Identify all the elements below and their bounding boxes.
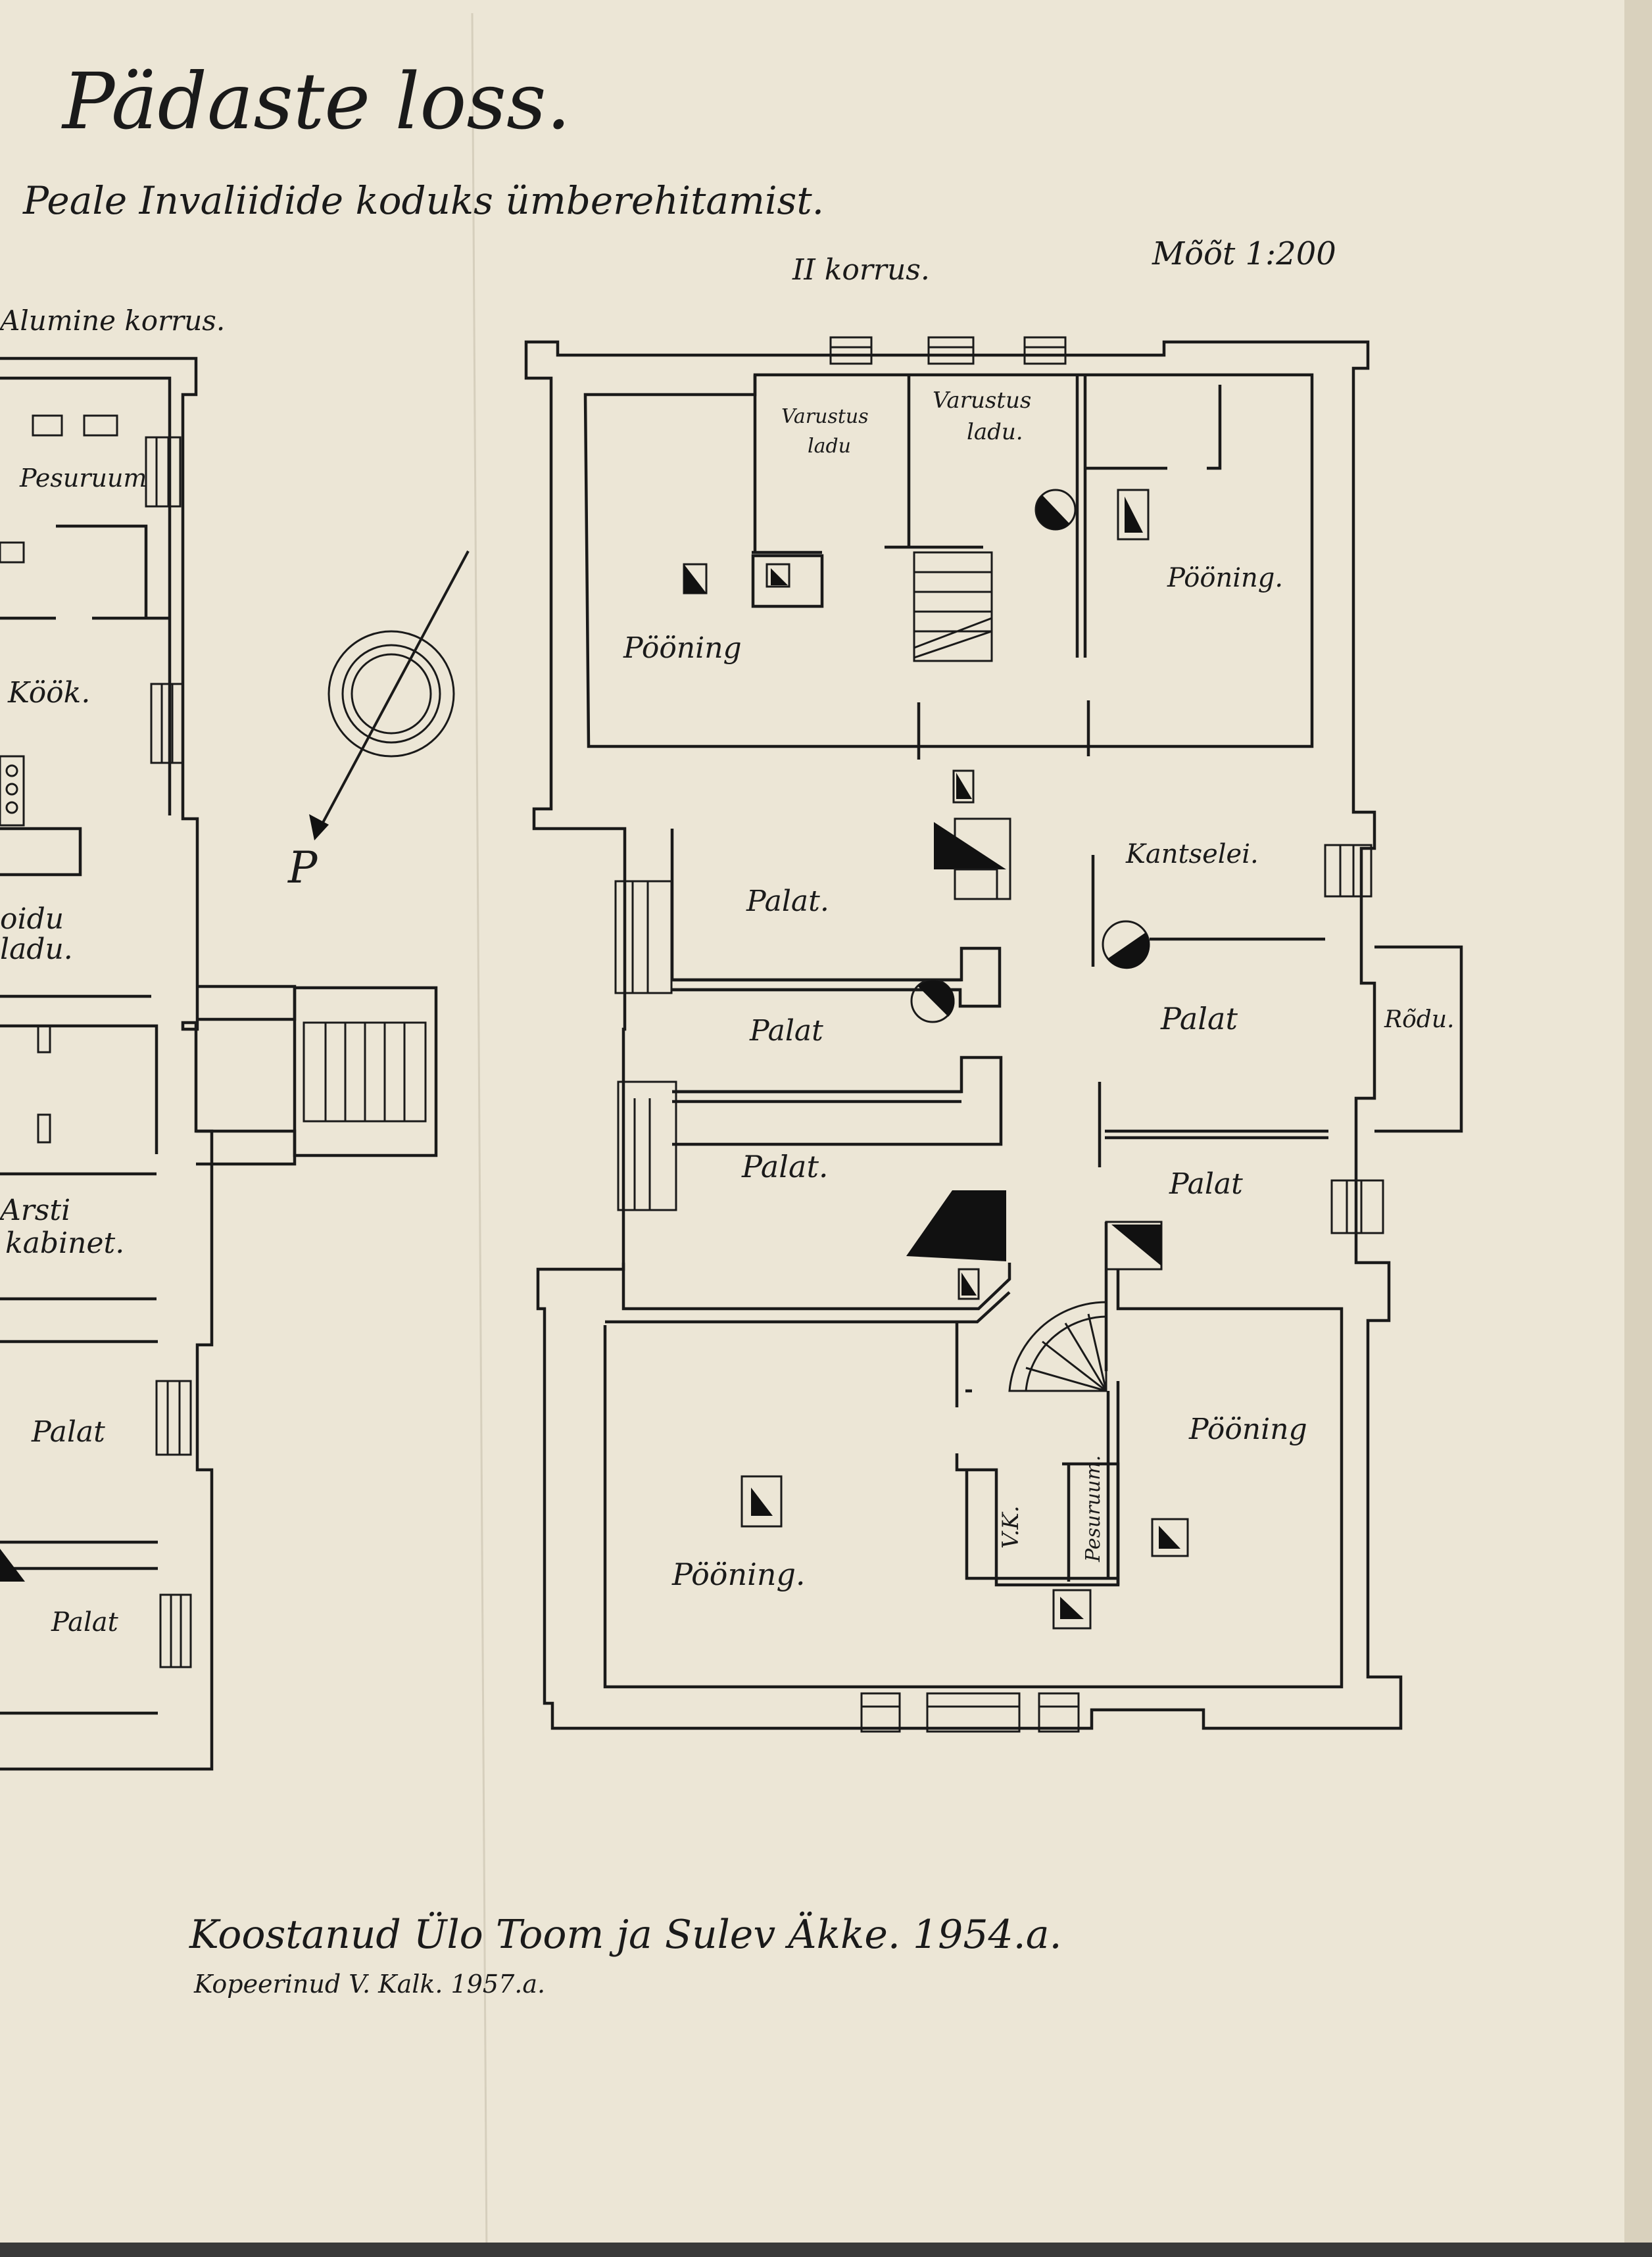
north-arrow: P [287,550,470,893]
upper-room-kantselei: Kantselei. [1125,839,1259,869]
upper-room-palat-3: Palat [1160,1001,1238,1036]
upper-floor-plan: Varustus ladu Varustus ladu. Pööning Pöö… [524,336,1463,1733]
lower-room-kook: Köök. [7,676,90,710]
upper-room-pooning-ne: Pööning. [1167,563,1283,593]
upper-room-pooning-sw: Pööning. [671,1557,806,1592]
sheet-title: Pädaste loss. [61,56,571,147]
scale-label: Mõõt 1:200 [1152,235,1336,272]
paper-edge [1624,0,1652,2257]
upper-room-varustus-2b: ladu. [967,419,1023,445]
north-stair [913,551,993,662]
upper-room-pooning-se: Pööning [1188,1413,1307,1446]
upper-room-rodu: Rõdu. [1384,1006,1454,1033]
paper-fold [471,12,488,2257]
upper-room-pooning-nw: Pööning [623,631,742,665]
scan-bottom-edge [0,2243,1652,2257]
upper-room-varustus-1b: ladu [808,435,851,458]
lower-room-toidu-2: ladu. [0,933,73,966]
upper-room-palat-4: Palat. [741,1149,829,1184]
upper-floor-heading: II korrus. [792,253,930,287]
lower-room-palat-1: Palat [31,1415,105,1449]
lower-room-arsti-2: kabinet. [5,1226,124,1260]
lower-floor-plan: Pesuruum Köök. oidu ladu. Arsti kabinet.… [0,356,438,1771]
upper-room-palat-1: Palat. [746,885,829,918]
balcony-outline [1374,945,1463,1133]
lower-room-pesuruum: Pesuruum [19,464,147,493]
upper-room-varustus-1a: Varustus [781,405,869,428]
upper-room-pesuruum: Pesuruum. [1082,1455,1105,1563]
lower-room-palat-2: Palat [51,1607,119,1638]
entrance-stair [293,986,438,1157]
upper-room-vk: V.K. [998,1505,1024,1549]
upper-room-palat-5: Palat [1169,1167,1243,1201]
credit-authors: Koostanud Ülo Toom ja Sulev Äkke. 1954.a… [189,1912,1062,1958]
spiral-stair [1008,1301,1107,1392]
north-mark-label: P [287,842,318,893]
lower-room-toidu-1: oidu [0,902,64,936]
sheet-subtitle: Peale Invaliidide koduks ümberehitamist. [22,178,824,223]
upper-room-palat-2: Palat [749,1014,823,1048]
lower-room-arsti-1: Arsti [0,1194,70,1227]
lower-floor-heading: Alumine korrus. [0,304,225,337]
credit-copier: Kopeerinud V. Kalk. 1957.a. [193,1970,545,1999]
upper-room-varustus-2a: Varustus [933,387,1031,414]
